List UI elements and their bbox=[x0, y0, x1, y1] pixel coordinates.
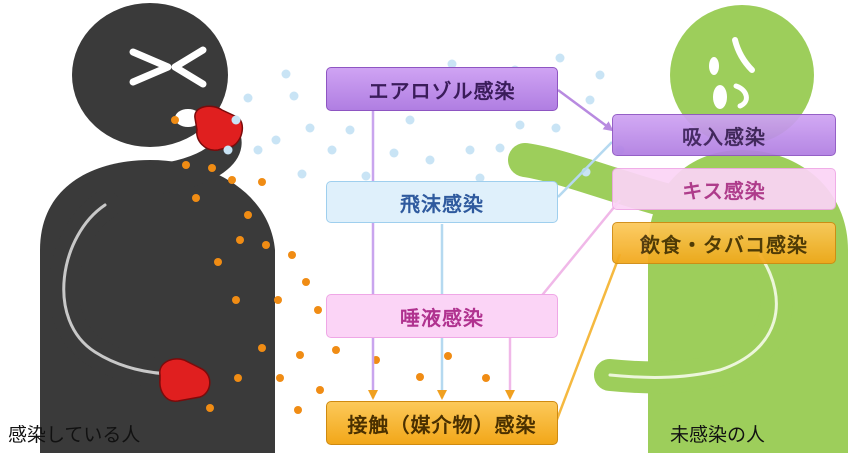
route-box-droplet: 飛沫感染 bbox=[326, 181, 558, 223]
aerosol-particle bbox=[345, 125, 355, 135]
droplet-particle bbox=[208, 164, 216, 172]
infected-left-eye bbox=[129, 48, 172, 86]
aerosol-particle bbox=[223, 145, 233, 155]
droplet-particle bbox=[332, 346, 340, 354]
route-label-saliva: 唾液感染 bbox=[400, 305, 484, 330]
droplet-particle bbox=[296, 351, 304, 359]
aerosol-particle bbox=[327, 145, 337, 155]
droplet-particle bbox=[416, 373, 424, 381]
aerosol-particle bbox=[405, 115, 415, 125]
arrow-saliva-to-kiss bbox=[529, 199, 621, 311]
route-label-contact: 接触（媒介物）感染 bbox=[347, 412, 537, 437]
droplet-particle bbox=[232, 296, 240, 304]
route-box-aerosol: エアロゾル感染 bbox=[326, 67, 558, 111]
droplet-particle bbox=[302, 278, 310, 286]
infected-lower-glove bbox=[159, 358, 211, 402]
route-label-droplet: 飛沫感染 bbox=[400, 191, 484, 216]
infected-person-figure bbox=[40, 3, 275, 453]
route-label-kiss: キス感染 bbox=[682, 178, 766, 203]
arrow-aerosol-to-inhalation bbox=[557, 88, 614, 132]
route-box-saliva: 唾液感染 bbox=[326, 294, 558, 338]
aerosol-particle bbox=[475, 173, 485, 183]
aerosol-particle bbox=[243, 93, 253, 103]
route-label-aerosol: エアロゾル感染 bbox=[368, 78, 516, 103]
droplet-particle bbox=[444, 352, 452, 360]
aerosol-particle bbox=[555, 53, 565, 63]
arrow-contact-to-food bbox=[554, 253, 622, 423]
aerosol-particle bbox=[289, 91, 299, 101]
caption-infected: 感染している人 bbox=[8, 424, 141, 446]
uninfected-nose bbox=[733, 83, 749, 109]
droplet-particle bbox=[258, 178, 266, 186]
droplet-particle bbox=[234, 374, 242, 382]
aerosol-particle bbox=[551, 123, 561, 133]
droplet-particle bbox=[171, 116, 179, 124]
arrow-droplet-to-inhalation bbox=[557, 141, 613, 198]
uninfected-left-eye bbox=[709, 57, 719, 75]
route-box-contact: 接触（媒介物）感染 bbox=[326, 401, 558, 445]
aerosol-particle bbox=[271, 135, 281, 145]
aerosol-particle bbox=[361, 171, 371, 181]
infected-right-eye bbox=[171, 46, 207, 88]
aerosol-particle bbox=[515, 120, 525, 130]
droplet-particle bbox=[288, 251, 296, 259]
aerosol-particle bbox=[297, 169, 307, 179]
uninfected-right-eye bbox=[732, 37, 755, 73]
aerosol-particle bbox=[305, 123, 315, 133]
route-box-inhalation: 吸入感染 bbox=[612, 114, 836, 156]
droplet-particle bbox=[206, 404, 214, 412]
aerosol-particle bbox=[253, 145, 263, 155]
aerosol-particle bbox=[585, 95, 595, 105]
droplet-particle bbox=[214, 258, 222, 266]
droplet-particle bbox=[314, 306, 322, 314]
infected-arm-outline bbox=[62, 203, 177, 376]
aerosol-particle bbox=[447, 59, 457, 69]
droplet-particle bbox=[244, 211, 252, 219]
droplet-particle bbox=[276, 374, 284, 382]
aerosol-particle bbox=[231, 115, 241, 125]
droplet-particle bbox=[482, 374, 490, 382]
uninfected-head bbox=[670, 5, 814, 145]
droplet-particle bbox=[274, 296, 282, 304]
droplet-particle bbox=[294, 406, 302, 414]
aerosol-particle bbox=[389, 148, 399, 158]
infected-upper-glove bbox=[194, 105, 244, 151]
aerosol-particle bbox=[595, 70, 605, 80]
droplet-particle bbox=[258, 344, 266, 352]
droplet-particle bbox=[192, 194, 200, 202]
aerosol-particle bbox=[465, 145, 475, 155]
caption-uninfected: 未感染の人 bbox=[670, 424, 766, 446]
droplet-particle bbox=[236, 236, 244, 244]
aerosol-particle bbox=[425, 155, 435, 165]
route-box-kiss: キス感染 bbox=[612, 168, 836, 210]
uninfected-arm-outline bbox=[608, 253, 778, 379]
infected-mouth bbox=[175, 109, 201, 127]
infected-droplet-spot bbox=[182, 161, 190, 169]
route-box-food: 飲食・タバコ感染 bbox=[612, 222, 836, 264]
uninfected-mouth bbox=[713, 85, 727, 109]
route-arrows bbox=[368, 88, 622, 423]
route-label-food: 飲食・タバコ感染 bbox=[640, 232, 808, 257]
droplet-particle bbox=[228, 176, 236, 184]
aerosol-particle bbox=[495, 143, 505, 153]
droplet-particle bbox=[316, 386, 324, 394]
infected-body bbox=[40, 160, 275, 453]
droplet-particle bbox=[262, 241, 270, 249]
route-label-inhalation: 吸入感染 bbox=[682, 124, 766, 149]
aerosol-particle bbox=[281, 69, 291, 79]
